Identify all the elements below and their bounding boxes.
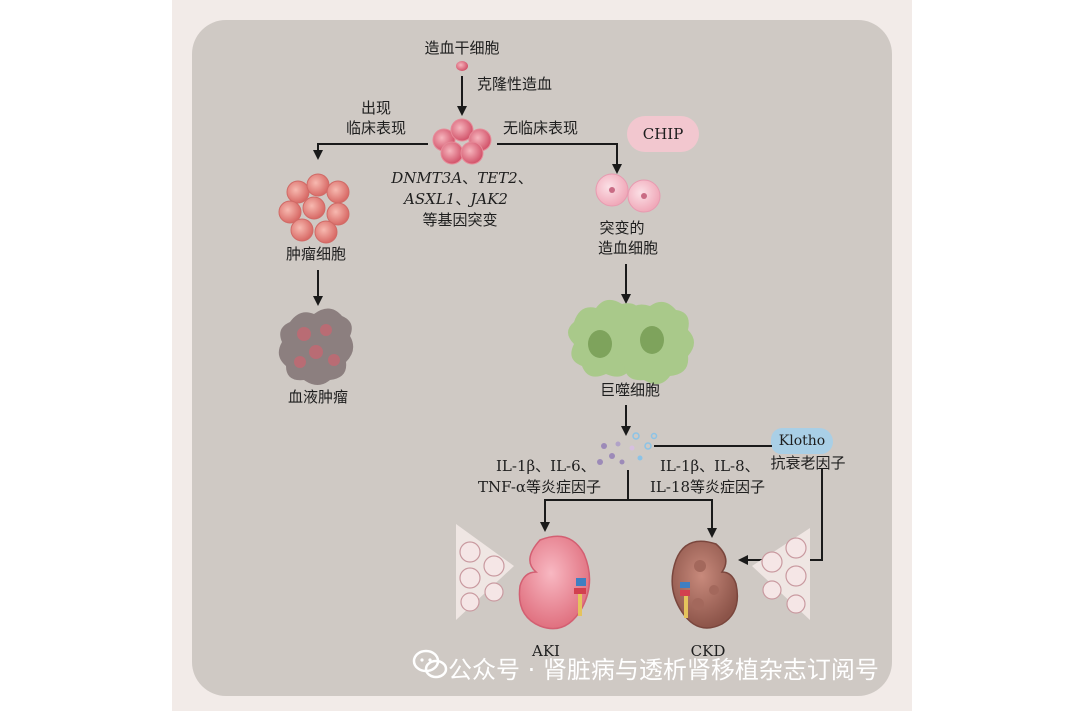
arrow-to-aki	[540, 499, 628, 532]
macrophages	[568, 299, 694, 385]
factor-dots	[597, 432, 658, 465]
klotho-label: Klotho	[778, 433, 826, 449]
tumor-cell-cluster	[278, 173, 350, 244]
label-clonal-hematopoiesis: 克隆性造血	[477, 75, 553, 93]
gene-tet2: TET2	[477, 169, 518, 187]
arrow-to-mutant-cell	[497, 143, 622, 174]
clonal-cluster	[432, 118, 492, 165]
label-right-factors-1: IL-1β、IL-8、	[660, 457, 760, 475]
label-aki: AKI	[532, 642, 560, 660]
tubule-cross-sections-left	[459, 541, 505, 612]
separator: 、	[455, 190, 471, 208]
arrow-to-ckd	[628, 499, 717, 538]
label-left-factors-2: TNF-α等炎症因子	[478, 478, 602, 496]
label-blood-tumor: 血液肿瘤	[287, 388, 349, 406]
tubule-cross-sections-right	[761, 537, 807, 614]
gene-asxl1: ASXL1	[404, 190, 456, 208]
chip-badge	[627, 116, 699, 152]
chip-label: CHIP	[642, 125, 684, 143]
gene-jak2: JAK2	[470, 190, 508, 208]
wechat-icon	[412, 649, 448, 679]
label-mutant-hsc-2: 造血细胞	[597, 239, 659, 257]
arrow-to-tumor-cell	[313, 143, 428, 160]
mutant-cells	[595, 173, 661, 213]
ckd-kidney	[671, 540, 739, 629]
label-anti-aging: 抗衰老因子	[770, 454, 846, 472]
label-hsc: 造血干细胞	[424, 39, 500, 57]
label-ckd: CKD	[690, 642, 726, 660]
label-clinical-2: 临床表现	[345, 119, 407, 137]
label-mutations-line2: ASXL1、JAK2	[404, 189, 508, 209]
gene-dnmt3a: DNMT3A	[391, 169, 463, 187]
label-tumor-cell: 肿瘤细胞	[285, 245, 347, 263]
aki-kidney	[518, 535, 591, 630]
label-right-factors-2: IL-18等炎症因子	[650, 478, 766, 496]
label-no-clinical: 无临床表现	[503, 119, 579, 137]
label-mutations-line1: DNMT3A、TET2、	[391, 168, 532, 188]
label-mutant-hsc-1: 突变的	[599, 219, 645, 237]
separator: 、	[517, 169, 533, 187]
watermark-text: 公众号 · 肾脏病与透析肾移植杂志订阅号	[448, 656, 879, 684]
blood-tumor-cluster	[278, 308, 354, 385]
label-mutations-line3: 等基因突变	[422, 211, 498, 229]
hsc-cell	[456, 61, 468, 71]
label-clinical-1: 出现	[360, 99, 392, 117]
klotho-badge	[771, 428, 833, 454]
label-macrophage: 巨噬细胞	[599, 381, 661, 399]
label-left-factors-1: IL-1β、IL-6、	[496, 457, 596, 475]
separator: 、	[462, 169, 478, 187]
